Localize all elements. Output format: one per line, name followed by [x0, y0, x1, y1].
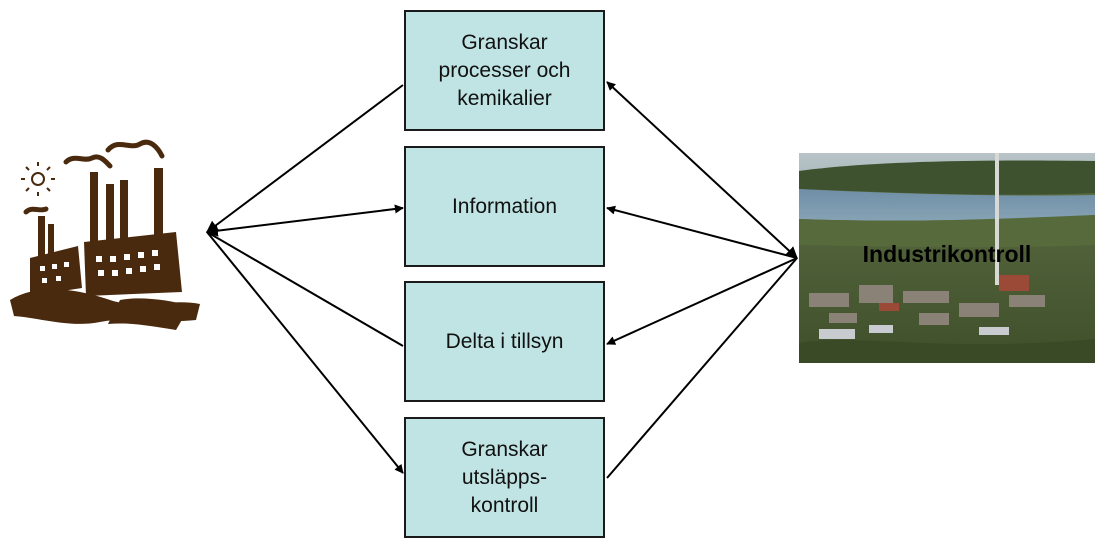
- factory-icon: [10, 139, 200, 330]
- arrow-industri-to-box-3: [606, 257, 798, 345]
- arrow-factory-to-box-2: [205, 204, 404, 237]
- arrow-factory-to-box-4: [206, 231, 404, 474]
- box-information: Information: [404, 146, 605, 267]
- arrow-industri-to-box-1: [606, 81, 798, 259]
- box-granskar-utslappskontroll: Granskar utsläpps- kontroll: [404, 417, 605, 538]
- arrow-industri-to-box-4: [606, 257, 798, 479]
- industrikontroll-photo: Industrikontroll: [799, 153, 1095, 363]
- industrikontroll-label: Industrikontroll: [862, 241, 1032, 267]
- arrow-industri-to-box-2: [606, 205, 798, 259]
- box-delta-i-tillsyn: Delta i tillsyn: [404, 281, 605, 402]
- aerial-photo-image: [799, 153, 1095, 363]
- arrow-factory-to-box-1: [206, 84, 404, 233]
- box-granskar-processer: Granskar processer och kemikalier: [404, 10, 605, 131]
- arrow-factory-to-box-3: [206, 231, 404, 347]
